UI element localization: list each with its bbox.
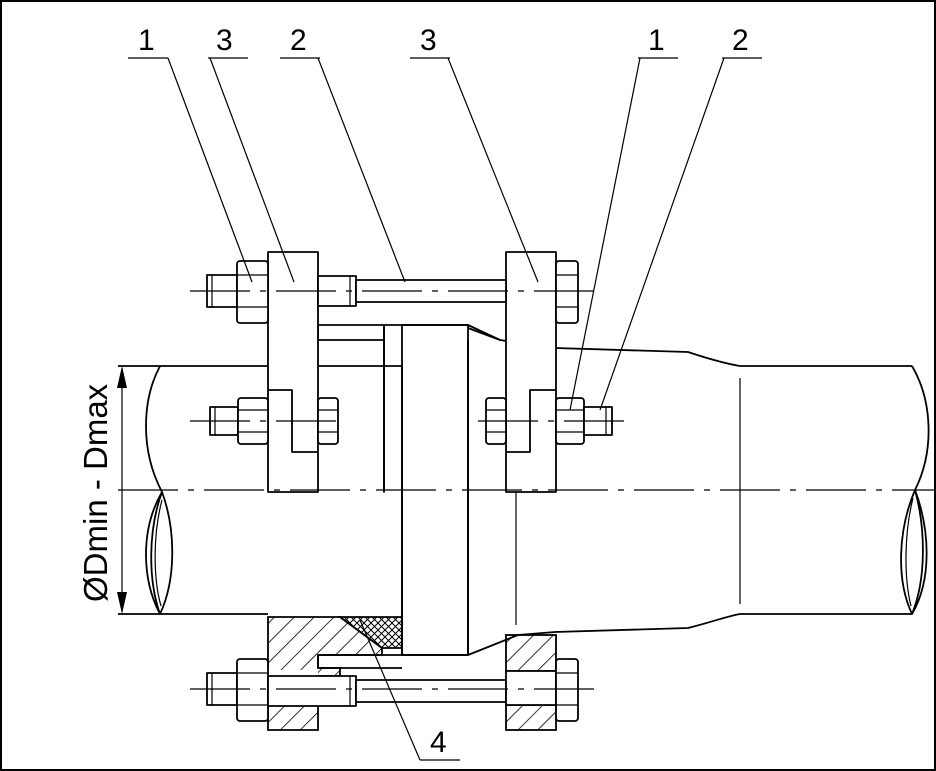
callout-left-3: 3 [216,24,233,57]
center-lines [118,290,936,690]
left-flange [267,251,319,493]
callout-mid-3: 3 [420,24,437,57]
callout-left-1: 1 [138,24,155,57]
leader-lines [128,57,762,761]
callout-bottom-4: 4 [430,726,447,759]
callout-labels: 1 3 2 3 1 2 4 [138,24,749,759]
left-pipe [118,365,384,615]
right-flange [505,251,557,493]
diameter-dimension: ØDmin - Dmax [77,366,127,614]
diameter-label: ØDmin - Dmax [77,383,114,602]
lower-section [206,616,579,731]
upper-bolt [206,260,579,324]
coupling-sleeve [317,324,519,669]
callout-right-1: 1 [648,24,665,57]
callout-left-2: 2 [290,24,307,57]
callout-right-2: 2 [732,24,749,57]
